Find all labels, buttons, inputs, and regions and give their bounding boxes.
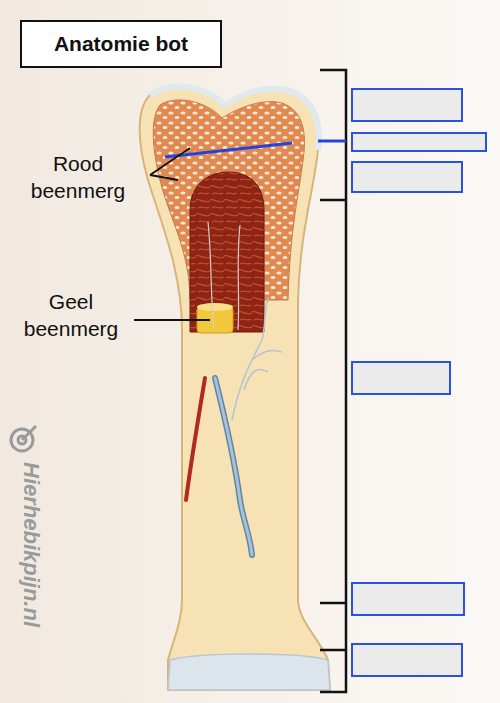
vein-inner [215, 378, 252, 555]
blank-box [352, 89, 462, 121]
medullary-cavity [190, 172, 264, 332]
artery [186, 378, 205, 500]
blank-box [352, 362, 450, 394]
bracket [320, 70, 346, 692]
blank-box [352, 162, 462, 192]
epiphyseal-line [165, 143, 292, 157]
watermark: Hierhebikpijn.nl [20, 462, 42, 702]
cartilage-bottom [168, 654, 330, 690]
bracket-tick-blue [318, 140, 346, 143]
blank-box [352, 583, 464, 615]
leader-line [134, 319, 210, 321]
part-label: Rood beenmerg [8, 150, 148, 205]
vein [215, 378, 252, 555]
watermark-icon [11, 426, 36, 451]
nerve-branch [232, 298, 282, 420]
leader-line [150, 148, 190, 180]
yellow-marrow-top [197, 303, 233, 311]
blank-box [352, 133, 486, 151]
title-text: Anatomie bot [54, 32, 188, 56]
blank-box [352, 644, 462, 676]
vessel-inside [208, 222, 240, 330]
bone-shape [140, 86, 330, 690]
part-label: Geel beenmerg [8, 288, 134, 343]
title-box: Anatomie bot [20, 20, 222, 68]
